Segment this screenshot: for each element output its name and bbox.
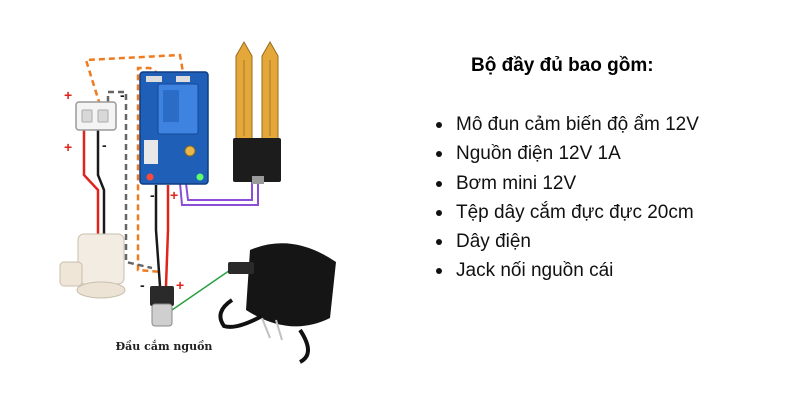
relay-black-wire: [154, 185, 162, 287]
kit-item-electric-wire: Dây điện: [432, 227, 699, 256]
pump-black-wire: [96, 128, 106, 236]
polarity-plus-connector: +: [176, 277, 184, 293]
adapter-green-line: [171, 265, 237, 311]
sensor-purple-wire-1: [179, 182, 259, 206]
dc-connector: [150, 286, 174, 327]
polarity-plus-relay: +: [170, 187, 178, 203]
kit-title: Bộ đầy đủ bao gồm:: [471, 55, 654, 76]
kit-item-jumper-wires: Tệp dây cắm đực đực 20cm: [432, 198, 699, 227]
connector-caption: Đầu cắm nguồn: [115, 340, 213, 353]
wiring-diagram-graphic: + - + - - + - +: [59, 40, 336, 364]
pump: [59, 233, 126, 299]
kit-item-power-supply: Nguồn điện 12V 1A: [432, 139, 699, 168]
polarity-plus-terminal-top: +: [64, 87, 72, 103]
polarity-minus-terminal-top: -: [120, 87, 125, 103]
terminal-block: [75, 101, 117, 131]
wiring-diagram: + - + - - + - + Đầu cắm nguồn: [59, 40, 336, 364]
kit-item-moisture-module: Mô đun cảm biến độ ẩm 12V: [432, 110, 699, 139]
power-adapter: [218, 243, 336, 364]
relay-module: [139, 71, 209, 185]
kit-item-female-jack: Jack nối nguồn cái: [432, 256, 699, 285]
polarity-minus-connector: -: [140, 277, 145, 293]
relay-red-wire: [164, 185, 170, 287]
sensor-purple-wire-2: [185, 182, 253, 201]
pump-red-wire: [82, 128, 100, 236]
kit-list: Mô đun cảm biến độ ẩm 12V Nguồn điện 12V…: [432, 110, 699, 286]
polarity-minus-relay: -: [150, 187, 155, 203]
orange-dashed-wire-outer: [84, 53, 186, 106]
kit-item-mini-pump: Bơm mini 12V: [432, 169, 699, 198]
moisture-sensor: [233, 40, 281, 184]
polarity-plus-terminal-bottom: +: [64, 139, 72, 155]
polarity-minus-terminal-bottom: -: [102, 137, 107, 153]
